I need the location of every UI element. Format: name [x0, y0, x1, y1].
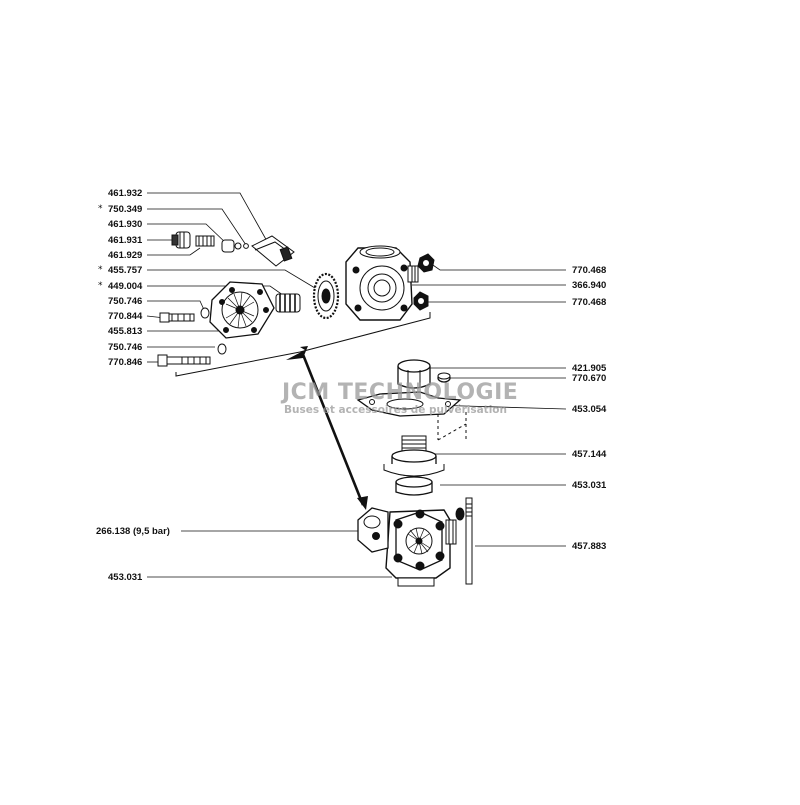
cap-nut-421-905 [397, 359, 431, 389]
gasket-plate-453-054 [356, 391, 467, 441]
screw-770-846 [157, 354, 211, 367]
part-label-770-846: 770.846 [108, 357, 143, 368]
part-label-449-004: 449.004 [108, 281, 143, 292]
part-label-461-929: 461.929 [108, 250, 143, 261]
part-label-770-844: 770.844 [108, 311, 143, 322]
screw-770-844 [159, 312, 195, 323]
spare-part-marker: * [98, 265, 103, 275]
nut-770-468-a [417, 253, 435, 273]
part-label-770-670: 770.670 [572, 373, 607, 384]
part-label-457-883: 457.883 [572, 541, 607, 552]
washer-750-746-b [217, 343, 227, 355]
part-label-366-940: 366.940 [572, 280, 607, 291]
part-label-461-930: 461.930 [108, 219, 143, 230]
leader-lines-left [146, 192, 392, 578]
part-label-750-746: 750.746 [108, 296, 143, 307]
part-label-461-931: 461.931 [108, 235, 143, 246]
spare-part-marker: * [98, 281, 103, 291]
part-label-461-932: 461.932 [108, 188, 143, 199]
spring-449-004 [275, 293, 301, 313]
pump-body-366-940 [345, 245, 419, 321]
nut-770-670 [437, 372, 451, 383]
part-label-770-468: 770.468 [572, 265, 607, 276]
part-label-750-746: 750.746 [108, 342, 143, 353]
pump-assembly-266-138 [357, 507, 465, 587]
watermark-brand: JCM TECHNOLOGIE [282, 380, 519, 405]
part-label-455-813: 455.813 [108, 326, 143, 337]
valve-cap-461-931 [171, 231, 191, 249]
part-label-266-138: 266.138 (9,5 bar) [96, 526, 170, 537]
part-label-750-349: 750.349 [108, 204, 143, 215]
part-label-453-054: 453.054 [572, 404, 607, 415]
spare-part-marker: * [98, 204, 103, 214]
nut-770-468-b [413, 291, 429, 311]
diaphragm-cover-455-813 [209, 281, 275, 339]
part-label-770-468: 770.468 [572, 297, 607, 308]
valve-seat-461-930 [221, 239, 249, 253]
washer-750-746-a [200, 307, 210, 319]
assembly-bracket [175, 312, 431, 510]
valve-body-461-932 [251, 235, 295, 267]
part-label-457-144: 457.144 [572, 449, 607, 460]
union-457-144 [383, 435, 445, 477]
spring-461-929 [195, 235, 215, 247]
rod-457-883 [465, 497, 473, 585]
part-label-455-757: 455.757 [108, 265, 143, 276]
ring-453-031 [395, 476, 433, 496]
watermark-tagline: Buses et accessoires de pulvérisation [284, 404, 507, 416]
part-label-453-031: 453.031 [572, 480, 607, 491]
diaphragm-455-757 [312, 272, 340, 320]
part-label-421-905: 421.905 [572, 363, 607, 374]
part-label-453-031: 453.031 [108, 572, 143, 583]
leader-lines-right [412, 262, 567, 547]
